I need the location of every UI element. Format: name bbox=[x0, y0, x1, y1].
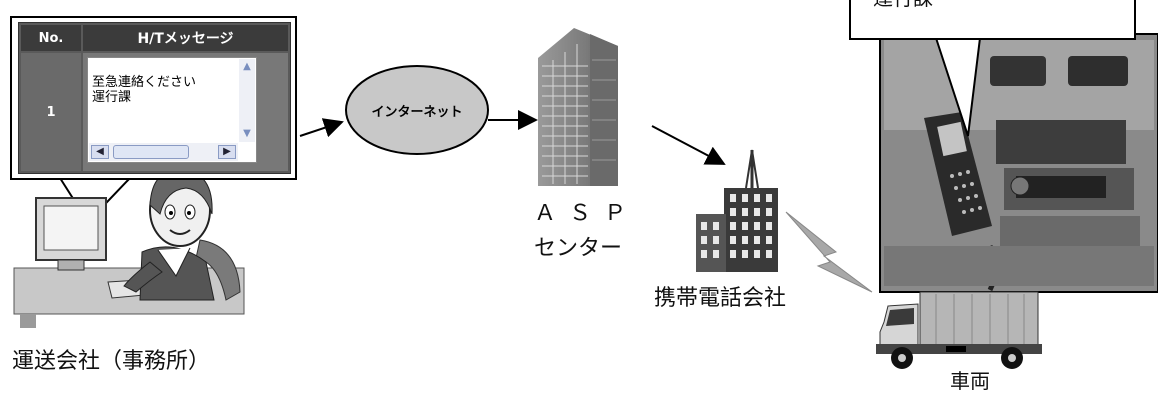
arrow-asp-to-carrier bbox=[651, 125, 726, 165]
horizontal-scrollbar[interactable]: ◀ ▶ bbox=[89, 143, 238, 161]
scroll-up-icon[interactable]: ▲ bbox=[243, 61, 251, 72]
scroll-right-icon[interactable]: ▶ bbox=[218, 145, 236, 159]
carrier-label: 携帯電話会社 bbox=[654, 286, 787, 311]
table-row-number: 1 bbox=[21, 53, 81, 171]
internet-label: インターネット bbox=[371, 105, 463, 120]
asp-center-label: センター bbox=[534, 236, 623, 261]
truck-icon bbox=[876, 291, 1042, 369]
vehicle-terminal-photo bbox=[879, 33, 1158, 293]
message-textarea[interactable]: 至急連絡ください 運行課 ▲ ▼ ◀ ▶ bbox=[87, 57, 257, 163]
scroll-left-icon[interactable]: ◀ bbox=[91, 145, 109, 159]
vehicle-label: 車両 bbox=[950, 369, 990, 393]
speech-callout: 運行課 bbox=[849, 0, 1136, 40]
arrow-office-to-internet bbox=[299, 118, 344, 138]
message-text: 至急連絡ください 運行課 bbox=[92, 75, 197, 105]
wireless-signal-icon bbox=[785, 211, 873, 293]
asp-building-icon bbox=[538, 28, 618, 186]
vertical-scrollbar[interactable]: ▲ ▼ bbox=[239, 59, 255, 142]
office-label: 運送会社（事務所） bbox=[12, 349, 211, 374]
internet-ellipse bbox=[345, 65, 489, 155]
scroll-down-icon[interactable]: ▼ bbox=[243, 128, 251, 139]
message-table-callout: No. H/Tメッセージ 1 至急連絡ください 運行課 ▲ ▼ ◀ ▶ bbox=[10, 16, 297, 180]
asp-label: ＡＳＰ bbox=[534, 201, 640, 226]
scroll-thumb[interactable] bbox=[113, 145, 189, 159]
carrier-building-icon bbox=[696, 149, 778, 272]
table-row-message-cell: 至急連絡ください 運行課 ▲ ▼ ◀ ▶ bbox=[83, 53, 288, 171]
table-header-no: No. bbox=[21, 25, 81, 51]
table-header-message: H/Tメッセージ bbox=[83, 25, 288, 51]
speech-text: 運行課 bbox=[873, 0, 933, 10]
message-table: No. H/Tメッセージ 1 至急連絡ください 運行課 ▲ ▼ ◀ ▶ bbox=[18, 22, 291, 174]
office-worker-illustration bbox=[13, 169, 245, 328]
